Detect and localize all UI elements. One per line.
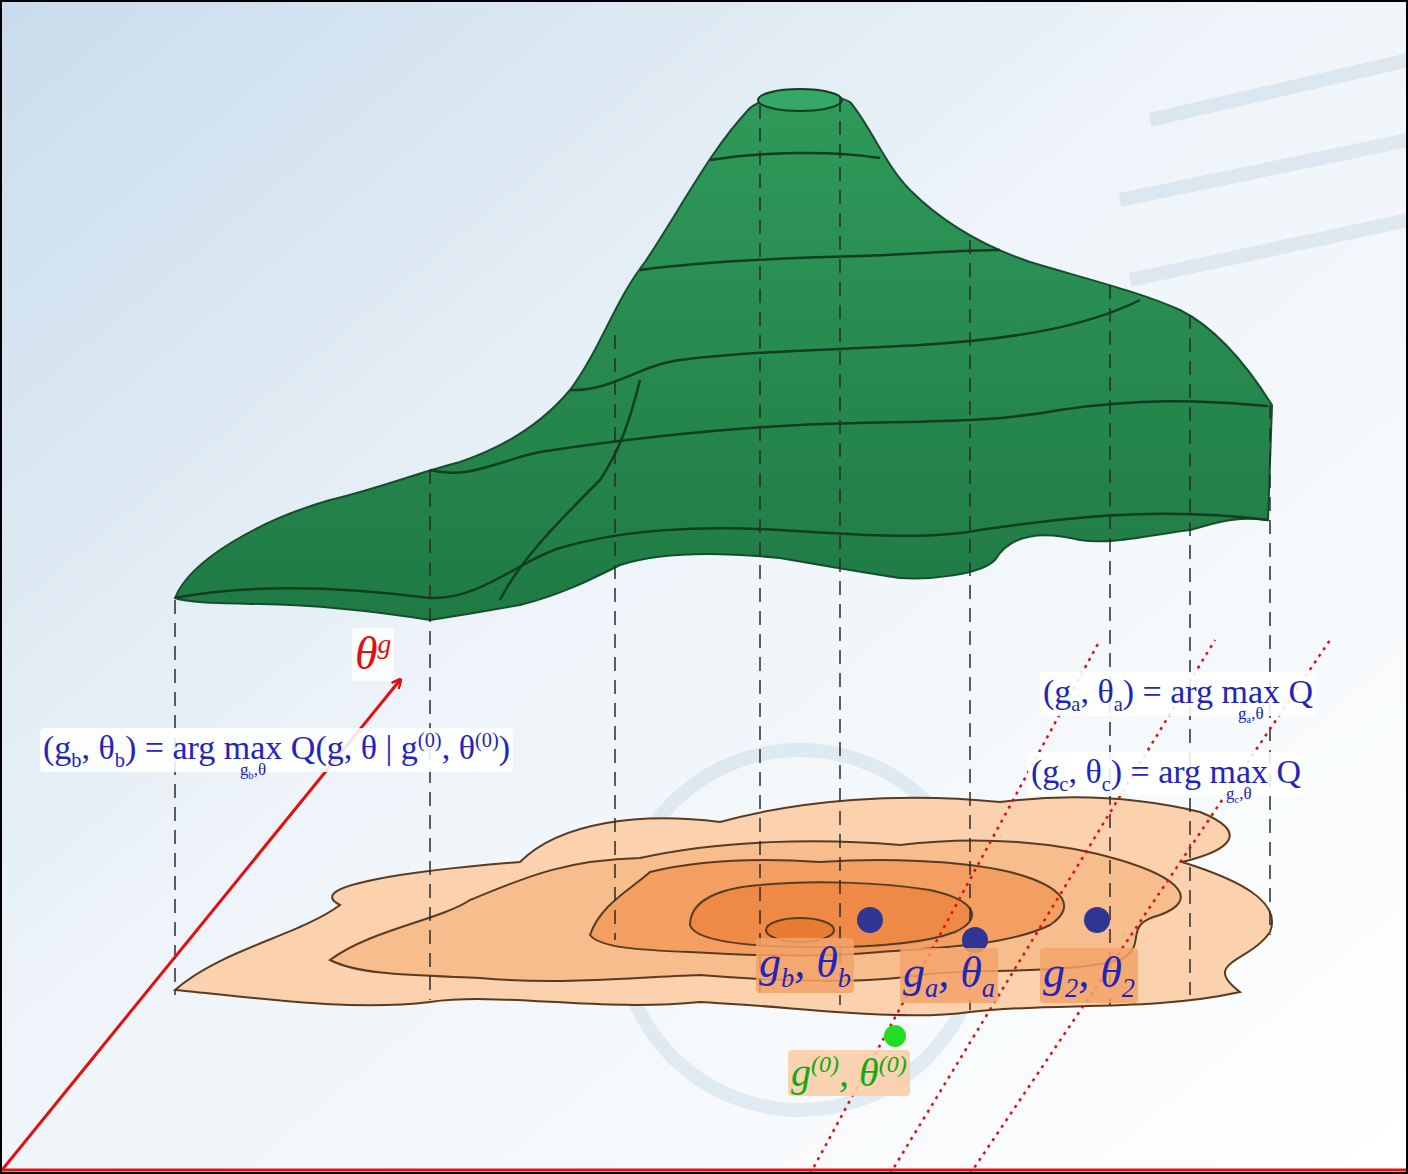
argmax-subscript: gc,θ <box>1223 784 1254 806</box>
math-text: (g <box>1043 673 1071 710</box>
math-text: , θ <box>1080 673 1113 710</box>
initial-point <box>884 1025 906 1047</box>
estimate-point <box>1084 907 1110 933</box>
axis-lines <box>0 680 1408 1170</box>
argmax-subscript: ga,θ <box>1235 704 1266 726</box>
math-label: g(0), θ(0) <box>788 1050 910 1096</box>
math-text: ) = arg max Q <box>1111 753 1301 790</box>
math-text: θ <box>355 628 378 679</box>
estimate-point <box>857 907 883 933</box>
subscript: a <box>1071 693 1080 715</box>
math-text: ,θ <box>1251 704 1263 723</box>
math-text: g <box>240 760 249 779</box>
argmax-subscript: gb,θ <box>237 760 269 782</box>
superscript: (0) <box>475 729 499 751</box>
math-text: , θ <box>839 1050 879 1095</box>
math-text: , θ <box>1068 753 1101 790</box>
math-label: (gb, θb) = arg max Q(g, θ | g(0), θ(0)) <box>40 728 513 772</box>
subscript: a <box>1247 714 1252 725</box>
subscript: c <box>1059 773 1068 795</box>
math-text: , θ <box>938 948 982 997</box>
subscript: c <box>1235 794 1240 805</box>
math-text: , θ <box>794 938 838 987</box>
math-label: g2, θ2 <box>1040 948 1138 1003</box>
subscript: b <box>838 963 851 993</box>
math-text: , θ <box>82 729 115 766</box>
subscript: b <box>71 749 81 771</box>
math-label: (gc, θc) = arg max Q <box>1028 752 1304 796</box>
superscript: (0) <box>879 1051 907 1077</box>
math-text: g <box>1238 704 1247 723</box>
math-text: g <box>1043 948 1065 997</box>
math-text: g <box>791 1050 811 1095</box>
subscript: a <box>925 973 938 1003</box>
projection-lines <box>175 98 1270 1010</box>
math-text: g <box>1226 784 1235 803</box>
math-text: ,θ <box>1239 784 1251 803</box>
math-text: , θ <box>1078 948 1122 997</box>
math-text: ) <box>499 729 510 766</box>
math-text: g <box>759 938 781 987</box>
subscript: a <box>1114 693 1123 715</box>
subscript: a <box>982 973 995 1003</box>
contour-map <box>175 797 1272 1015</box>
subscript: b <box>115 749 125 771</box>
math-text: ) = arg max Q(g, θ | g <box>125 729 418 766</box>
math-label: (ga, θa) = arg max Q <box>1040 672 1316 716</box>
subscript: c <box>1102 773 1111 795</box>
math-text: ) = arg max Q <box>1123 673 1313 710</box>
subscript: 2 <box>1122 973 1135 1003</box>
math-text: (g <box>1031 753 1059 790</box>
superscript: (0) <box>811 1051 839 1077</box>
math-label: gb, θb <box>756 938 854 993</box>
superscript: g <box>378 628 392 659</box>
subscript: 2 <box>1065 973 1078 1003</box>
subscript: b <box>249 770 254 781</box>
subscript: b <box>781 963 794 993</box>
math-label: θg <box>352 628 394 681</box>
superscript: (0) <box>418 729 442 751</box>
math-text: (g <box>43 729 71 766</box>
math-text: , θ <box>442 729 475 766</box>
math-text: g <box>903 948 925 997</box>
likelihood-surface <box>175 89 1272 620</box>
math-text: ,θ <box>254 760 266 779</box>
math-label: ga, θa <box>900 948 998 1003</box>
